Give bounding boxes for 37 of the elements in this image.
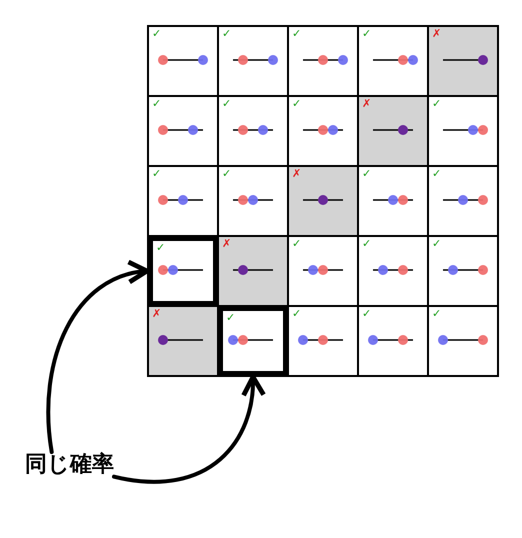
grid-cell: [217, 305, 289, 377]
check-mark: ✓: [432, 168, 442, 180]
check-mark: ✓: [222, 98, 232, 110]
cross-mark: ✗: [362, 98, 372, 110]
grid-cell: [147, 25, 219, 97]
check-mark: ✓: [292, 98, 302, 110]
shaded-grid-cell: [427, 25, 499, 97]
cross-mark: ✗: [152, 308, 162, 320]
grid-cell: [147, 235, 219, 307]
cross-mark: ✗: [222, 238, 232, 250]
check-mark: ✓: [152, 98, 162, 110]
check-mark: ✓: [432, 238, 442, 250]
check-mark: ✓: [222, 28, 232, 40]
caption-text: 同じ確率: [25, 452, 114, 478]
shaded-grid-cell: [147, 305, 219, 377]
check-mark: ✓: [226, 312, 236, 324]
check-mark: ✓: [362, 308, 372, 320]
check-mark: ✓: [362, 28, 372, 40]
check-mark: ✓: [292, 238, 302, 250]
check-mark: ✓: [432, 98, 442, 110]
check-mark: ✓: [432, 308, 442, 320]
check-mark: ✓: [292, 28, 302, 40]
curved-arrow: [112, 374, 265, 484]
cross-mark: ✗: [292, 168, 302, 180]
check-mark: ✓: [156, 242, 166, 254]
curved-arrow: [46, 261, 150, 454]
cross-mark: ✗: [432, 28, 442, 40]
check-mark: ✓: [362, 238, 372, 250]
check-mark: ✓: [222, 168, 232, 180]
check-mark: ✓: [152, 28, 162, 40]
grid-cell: [427, 305, 499, 377]
check-mark: ✓: [362, 168, 372, 180]
shaded-grid-cell: [357, 95, 429, 167]
check-mark: ✓: [152, 168, 162, 180]
shaded-grid-cell: [217, 235, 289, 307]
shaded-grid-cell: [287, 165, 359, 237]
check-mark: ✓: [292, 308, 302, 320]
